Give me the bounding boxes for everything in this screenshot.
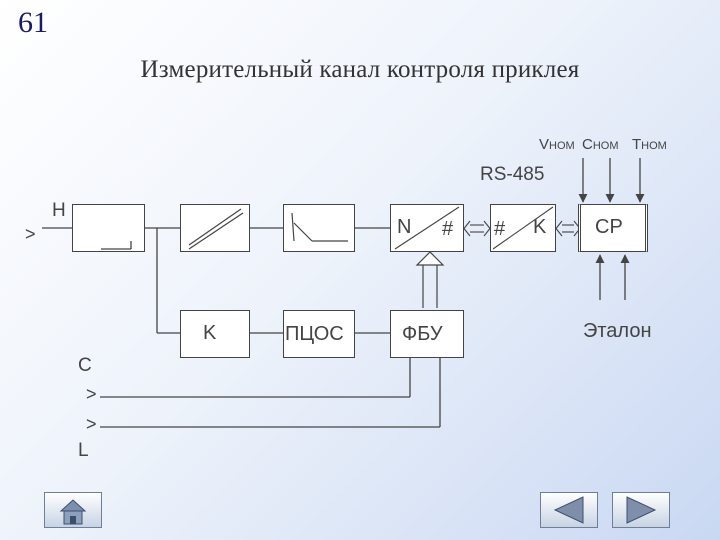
- pcos-label: ПЦОС: [285, 323, 344, 345]
- v-nom-letter: V: [539, 136, 550, 153]
- t-nom-subscript: НОМ: [641, 140, 667, 152]
- t-nom-label: TНОМ: [632, 136, 667, 153]
- next-button[interactable]: [612, 492, 670, 528]
- rs485-label: RS-485: [480, 164, 545, 185]
- l-label: L: [78, 440, 89, 461]
- v-l-label: >: [86, 414, 97, 434]
- v-c-label: >: [86, 384, 97, 404]
- sensor-box: [72, 204, 145, 252]
- v-input-label: >: [25, 224, 36, 244]
- triangle-right-icon: [626, 496, 657, 524]
- adc-diagonal: [394, 206, 460, 250]
- pcos-box: [283, 310, 355, 358]
- h-label: H: [52, 200, 66, 221]
- k-box-label: K: [203, 322, 217, 344]
- adc-box: [390, 204, 464, 252]
- adc-hash-label: #: [442, 218, 454, 240]
- v-nom-label: VНОМ: [539, 136, 575, 153]
- adc-n-label: N: [397, 216, 412, 238]
- home-button[interactable]: [44, 492, 102, 528]
- prev-button[interactable]: [540, 492, 598, 528]
- etalon-label: Эталон: [583, 320, 652, 342]
- converter-symbol: [188, 208, 244, 250]
- interface-k-label: K: [533, 216, 547, 238]
- c-nom-label: CНОМ: [582, 136, 619, 153]
- interface-box: [490, 204, 556, 252]
- filter-box: [283, 204, 355, 252]
- home-icon: [59, 499, 87, 525]
- fbu-label: ФБУ: [402, 323, 443, 345]
- slide-number: 61: [18, 6, 48, 39]
- c-label: C: [78, 355, 92, 376]
- cp-box: [578, 204, 648, 252]
- page-title: Измерительный канал контроля приклея: [140, 56, 580, 83]
- converter-box: [180, 204, 250, 252]
- k-box: [180, 310, 250, 358]
- triangle-left-icon: [553, 496, 584, 524]
- v-nom-subscript: НОМ: [549, 140, 575, 152]
- c-nom-subscript: НОМ: [592, 140, 619, 152]
- interface-hash-label: #: [494, 218, 506, 240]
- fbu-box: [390, 310, 464, 358]
- interface-diagonal: [492, 206, 554, 250]
- sensor-symbol: [101, 241, 132, 250]
- cp-label: CP: [595, 216, 623, 238]
- filter-symbol: [291, 212, 348, 242]
- t-nom-letter: T: [632, 136, 642, 153]
- c-nom-letter: C: [582, 136, 593, 153]
